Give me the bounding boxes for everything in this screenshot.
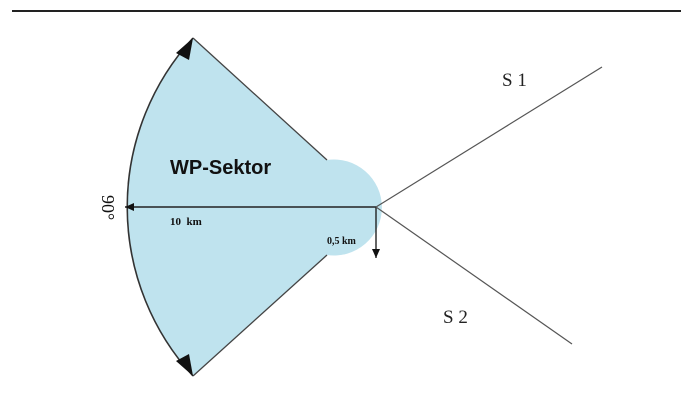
s1-label: S 1	[502, 70, 527, 91]
s2-line	[375, 206, 573, 345]
s1-line	[375, 66, 603, 208]
inner-radius-label: 0,5 km	[327, 236, 357, 247]
s2-label: S 2	[443, 307, 468, 328]
arc-arrowhead-bottom	[176, 354, 193, 376]
sector-edge-bottom	[192, 254, 328, 377]
angle-label: 90°	[98, 195, 118, 220]
radius-label: 10 km	[170, 216, 202, 228]
sector-label: WP-Sektor	[170, 157, 271, 179]
arc-arrowhead-top	[176, 38, 193, 60]
sector-edge-top	[192, 37, 328, 161]
